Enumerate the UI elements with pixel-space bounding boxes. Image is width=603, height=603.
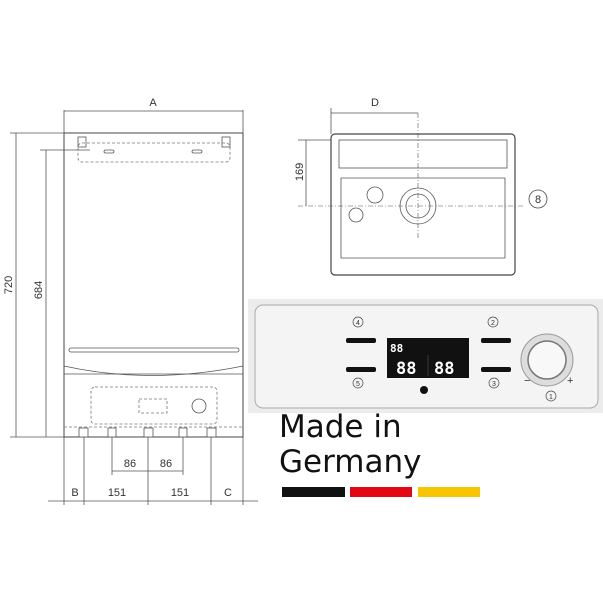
top-view: D 169 8 (294, 97, 548, 276)
top-view-outline (330, 133, 516, 276)
germany-text: Germany (279, 444, 421, 480)
dim-c-label: C (224, 487, 232, 499)
dim-a-label: A (149, 97, 157, 109)
dim-86-right: 86 (160, 458, 172, 470)
dim-684-label: 684 (33, 281, 45, 299)
dim-169-label: 169 (294, 163, 306, 181)
dim-b-label: B (71, 487, 78, 499)
button-4[interactable] (346, 338, 376, 343)
button-2[interactable] (481, 338, 511, 343)
button-5[interactable] (346, 367, 376, 372)
made-in-text: Made in (279, 409, 402, 445)
reset-button[interactable] (420, 386, 428, 394)
button-3[interactable] (481, 367, 511, 372)
pipe-connections (78, 427, 217, 438)
dim-720-label: 720 (3, 276, 15, 294)
temperature-knob[interactable] (527, 340, 567, 380)
lcd-left-digits: 88 (396, 359, 416, 379)
flag-red-bar (350, 487, 412, 497)
callout-4: 4 (356, 320, 360, 327)
flag-black-bar (282, 487, 345, 497)
callout-8-circle (528, 189, 548, 209)
flag-gold-bar (418, 487, 480, 497)
front-control-panel (90, 386, 218, 425)
dim-151-left: 151 (108, 487, 126, 499)
knob-minus: − (524, 375, 530, 387)
callout-1: 1 (549, 394, 553, 401)
callout-5: 5 (356, 381, 360, 388)
knob-plus: + (567, 375, 573, 387)
front-view: A 720 684 86 86 B 151 151 C (3, 97, 258, 505)
boiler-outline (63, 132, 244, 438)
callout-3: 3 (492, 381, 496, 388)
lcd-top-digits: 88 (390, 342, 403, 355)
dim-151-right: 151 (171, 487, 189, 499)
mounting-bracket (77, 142, 231, 163)
lcd-right-digits: 88 (434, 359, 454, 379)
callout-2: 2 (491, 320, 495, 327)
control-panel: 88 88 88 − + 1 2 3 4 5 (248, 299, 603, 413)
dim-d-label: D (371, 97, 379, 109)
callout-8: 8 (535, 194, 541, 206)
made-in-germany: Made in Germany (279, 409, 480, 497)
dim-86-left: 86 (124, 458, 136, 470)
